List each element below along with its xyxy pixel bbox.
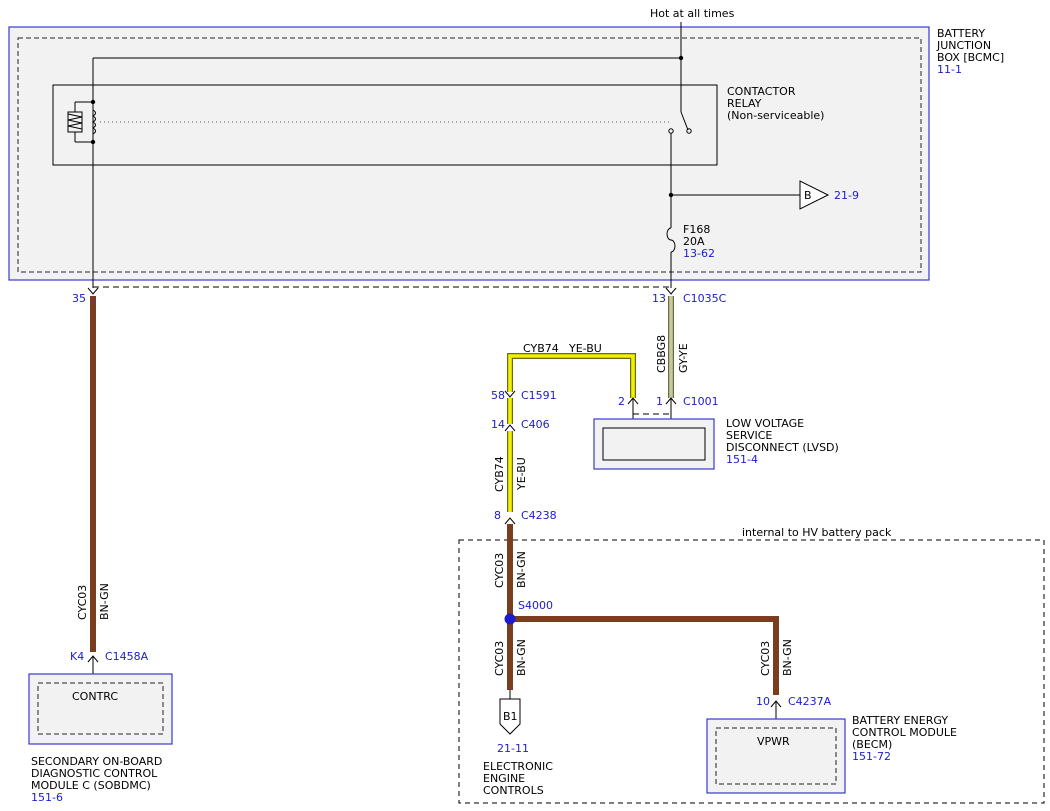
wire-cyb74-top-color: YE-BU [568,342,602,355]
wire-cyb74-vertical-color: YE-BU [515,457,528,491]
pin-14-arrow [504,424,516,432]
fuse-ref-link[interactable]: 13-62 [683,247,715,260]
wire-cyc03-upper-code: CYC03 [493,553,506,588]
splice-s4000-label: S4000 [518,599,553,612]
offpage-connector-b[interactable] [799,180,830,210]
bjb-name-line-2: JUNCTION [936,39,991,52]
c1035c-label[interactable]: C1035C [683,292,727,305]
hv-battery-pack-label: internal to HV battery pack [742,526,892,539]
pin-2-label: 2 [618,395,625,408]
c4238-label[interactable]: C4238 [521,509,557,522]
sobdmc-module [28,673,173,745]
offpage-b1-letter: B1 [503,710,518,723]
pin-13-label: 13 [652,292,666,305]
c4237a-label[interactable]: C4237A [788,695,832,708]
pin-35-label: 35 [72,292,86,305]
wire-cyc03-lower-color: BN-GN [515,639,528,676]
offpage-b1-name-line-3: CONTROLS [483,784,544,797]
lvsd-name-line-3: DISCONNECT (LVSD) [726,441,839,454]
hot-at-all-times-label: Hot at all times [650,7,735,20]
pin-13-arrow [665,287,677,295]
lvsd-name-line-1: LOW VOLTAGE [726,417,804,430]
splice-s4000[interactable] [504,613,516,625]
offpage-b1-name-line-1: ELECTRONIC [483,760,553,773]
pin-k4-label: K4 [70,650,84,663]
becm-name-line-1: BATTERY ENERGY [852,714,948,727]
relay-name-line-2: RELAY [727,97,762,110]
relay-name-line-3: (Non-serviceable) [727,109,824,122]
bjb-ref-link[interactable]: 11-1 [937,63,962,76]
lvsd-module [593,418,715,470]
pin-14-label: 14 [491,418,505,431]
wire-cyc03-to-becm[interactable] [510,616,779,695]
bjb-internal-wiring [67,22,800,288]
lvsd-ref-link[interactable]: 151-4 [726,453,758,466]
c1458a-label[interactable]: C1458A [105,650,149,663]
fuse-id: F168 [683,223,710,236]
becm-name-line-2: CONTROL MODULE [852,726,957,739]
wire-cyc03-lower-code: CYC03 [493,641,506,676]
sobdmc-pin-name: CONTRC [72,690,118,703]
becm-module [706,718,846,794]
battery-junction-box [8,26,930,281]
sobdmc-name-line-3: MODULE C (SOBDMC) [31,779,151,792]
wire-cyc03-becm-color: BN-GN [781,639,794,676]
c1001-label[interactable]: C1001 [683,395,719,408]
becm-ref-link[interactable]: 151-72 [852,750,891,763]
pin-58-label: 58 [491,389,505,402]
sobdmc-name-line-1: SECONDARY ON-BOARD [31,755,162,768]
wire-cyb74-vertical-code: CYB74 [493,456,506,492]
relay-name-line-1: CONTACTOR [727,85,796,98]
c406-label[interactable]: C406 [521,418,550,431]
offpage-b-ref-link[interactable]: 21-9 [834,189,859,202]
sobdmc-ref-link[interactable]: 151-6 [31,791,63,804]
offpage-connector-b1[interactable] [499,698,521,735]
wire-cbbg8-code: CBBG8 [655,335,668,373]
wire-cyc03-left-color: BN-GN [98,583,111,620]
offpage-b-letter: B [804,189,812,202]
bjb-name-line-1: BATTERY [937,27,985,40]
wire-cyc03-becm-code: CYC03 [759,641,772,676]
wire-cbbg8-color: GY-YE [677,343,690,373]
becm-name-line-3: (BECM) [852,738,892,751]
pin-10-label: 10 [756,695,770,708]
wire-cyc03-upper-color: BN-GN [515,551,528,588]
lvsd-name-line-2: SERVICE [726,429,772,442]
pin-8-label: 8 [494,509,501,522]
pin-58-arrow [504,390,516,398]
hv-battery-pack-boundary [458,539,1045,804]
offpage-b1-name-line-2: ENGINE [483,772,525,785]
pin-35-arrow [87,287,99,295]
offpage-b1-ref-link[interactable]: 21-11 [497,742,529,755]
wire-cyc03-left-code: CYC03 [76,585,89,620]
sobdmc-name-line-2: DIAGNOSTIC CONTROL [31,767,158,780]
becm-pin-name: VPWR [757,735,790,748]
contactor-relay-box [52,84,718,166]
c1591-label[interactable]: C1591 [521,389,557,402]
pin-1-label: 1 [656,395,663,408]
wire-cyb74-top-code: CYB74 [523,342,559,355]
pin-8-arrow [504,517,516,525]
fuse-rating: 20A [683,235,705,248]
bjb-name-line-3: BOX [BCMC] [937,51,1004,64]
